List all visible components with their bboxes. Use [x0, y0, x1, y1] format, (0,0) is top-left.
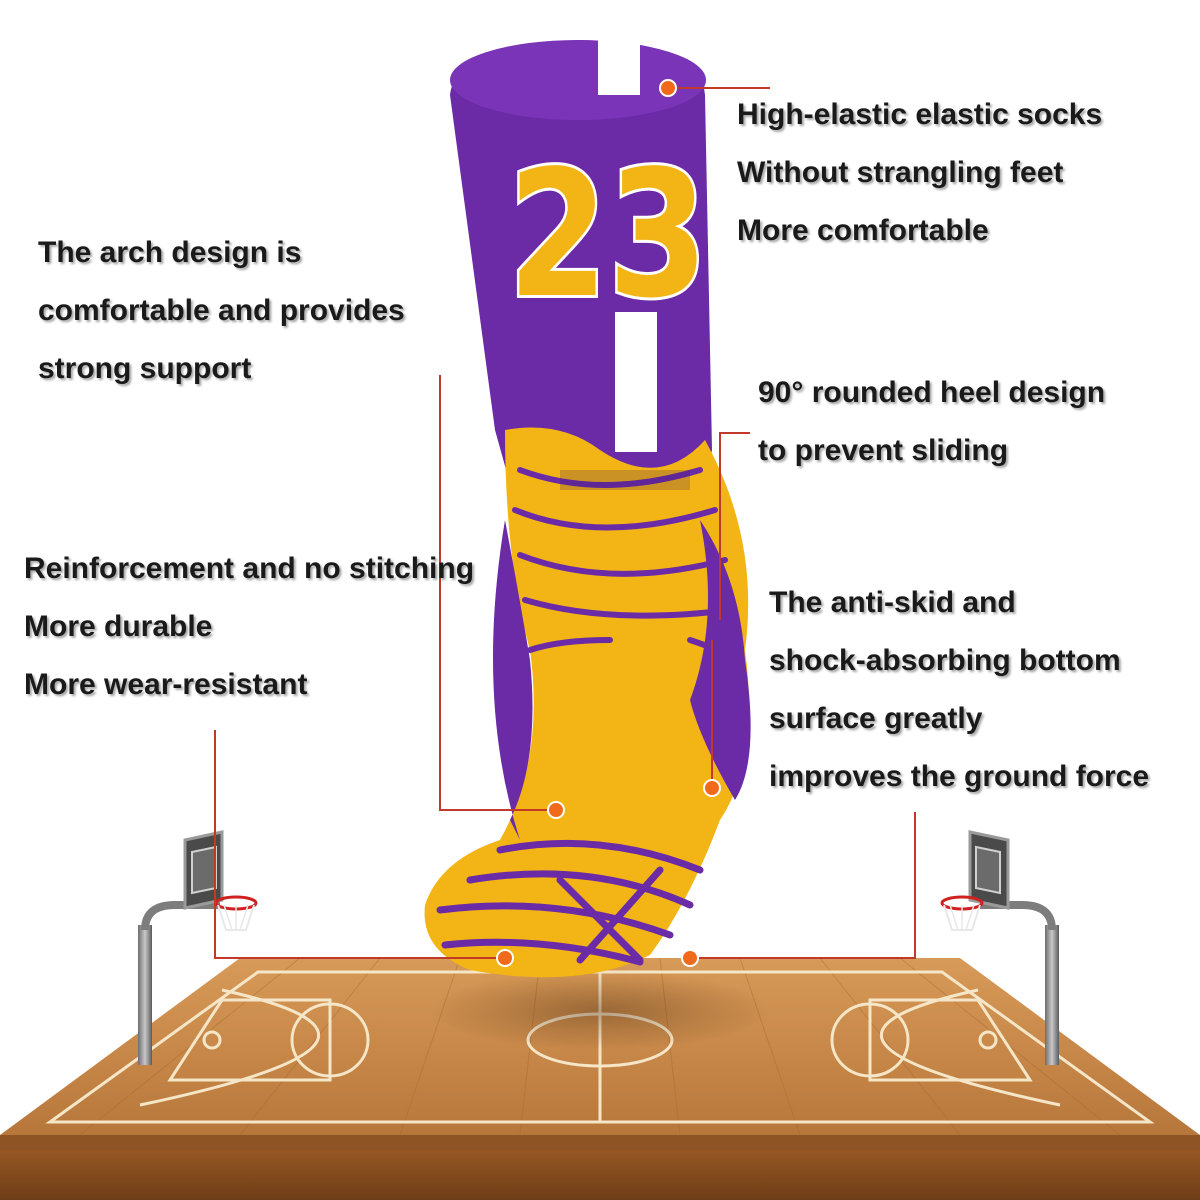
callout-elastic-line-1: High-elastic elastic socks	[737, 98, 1103, 131]
sock-top-stripe	[598, 0, 640, 95]
callout-reinforcement-line-2: More durable	[24, 610, 213, 643]
left-basketball-hoop	[138, 830, 258, 1065]
sock-mid-stripe	[615, 312, 657, 452]
callout-reinforcement-line-1: Reinforcement and no stitching	[24, 552, 475, 585]
sock-mesh	[560, 470, 690, 490]
callout-reinforcement-line-3: More wear-resistant	[24, 668, 308, 701]
callout-elastic-line-2: Without strangling feet	[737, 156, 1064, 189]
dot-elastic	[659, 79, 677, 97]
callout-arch: The arch design is comfortable and provi…	[38, 224, 405, 398]
callout-elastic: High-elastic elastic socks Without stran…	[737, 86, 1102, 260]
callout-bottom-line-3: surface greatly	[769, 702, 983, 735]
callout-heel-line-2: to prevent sliding	[758, 434, 1009, 467]
sock-heel-stripes	[512, 467, 743, 663]
sock-heel	[424, 427, 750, 978]
court-front-edge	[0, 1135, 1200, 1150]
sock-shadow	[430, 970, 770, 1050]
leader-lines	[214, 87, 916, 959]
callout-bottom-line-4: improves the ground force	[769, 760, 1150, 793]
callout-bottom: The anti-skid and shock-absorbing bottom…	[769, 574, 1149, 806]
callout-bottom-line-2: shock-absorbing bottom	[769, 644, 1121, 677]
court-lines	[45, 970, 1155, 1124]
callout-heel: 90° rounded heel design to prevent slidi…	[758, 364, 1105, 480]
callout-bottom-line-1: The anti-skid and	[769, 586, 1016, 619]
leader-dots	[496, 79, 721, 967]
dot-heel-foot	[681, 949, 699, 967]
callout-arch-line-2: comfortable and provides	[38, 294, 405, 327]
callout-arch-line-1: The arch design is	[38, 236, 302, 269]
callout-reinforcement: Reinforcement and no stitching More dura…	[24, 540, 474, 714]
dot-reinforcement	[496, 949, 514, 967]
sock-number: 23	[508, 134, 708, 337]
court-side-panel	[0, 1145, 1200, 1200]
basketball-sock: 23	[424, 0, 751, 978]
dot-bottom	[703, 779, 721, 797]
dot-arch	[547, 801, 565, 819]
sock-foot-stripes	[436, 839, 704, 966]
callout-heel-line-1: 90° rounded heel design	[758, 376, 1106, 409]
callout-arch-line-3: strong support	[38, 352, 252, 385]
basketball-court	[0, 957, 1200, 1200]
right-basketball-hoop	[940, 830, 1059, 1065]
callout-elastic-line-3: More comfortable	[737, 214, 989, 247]
